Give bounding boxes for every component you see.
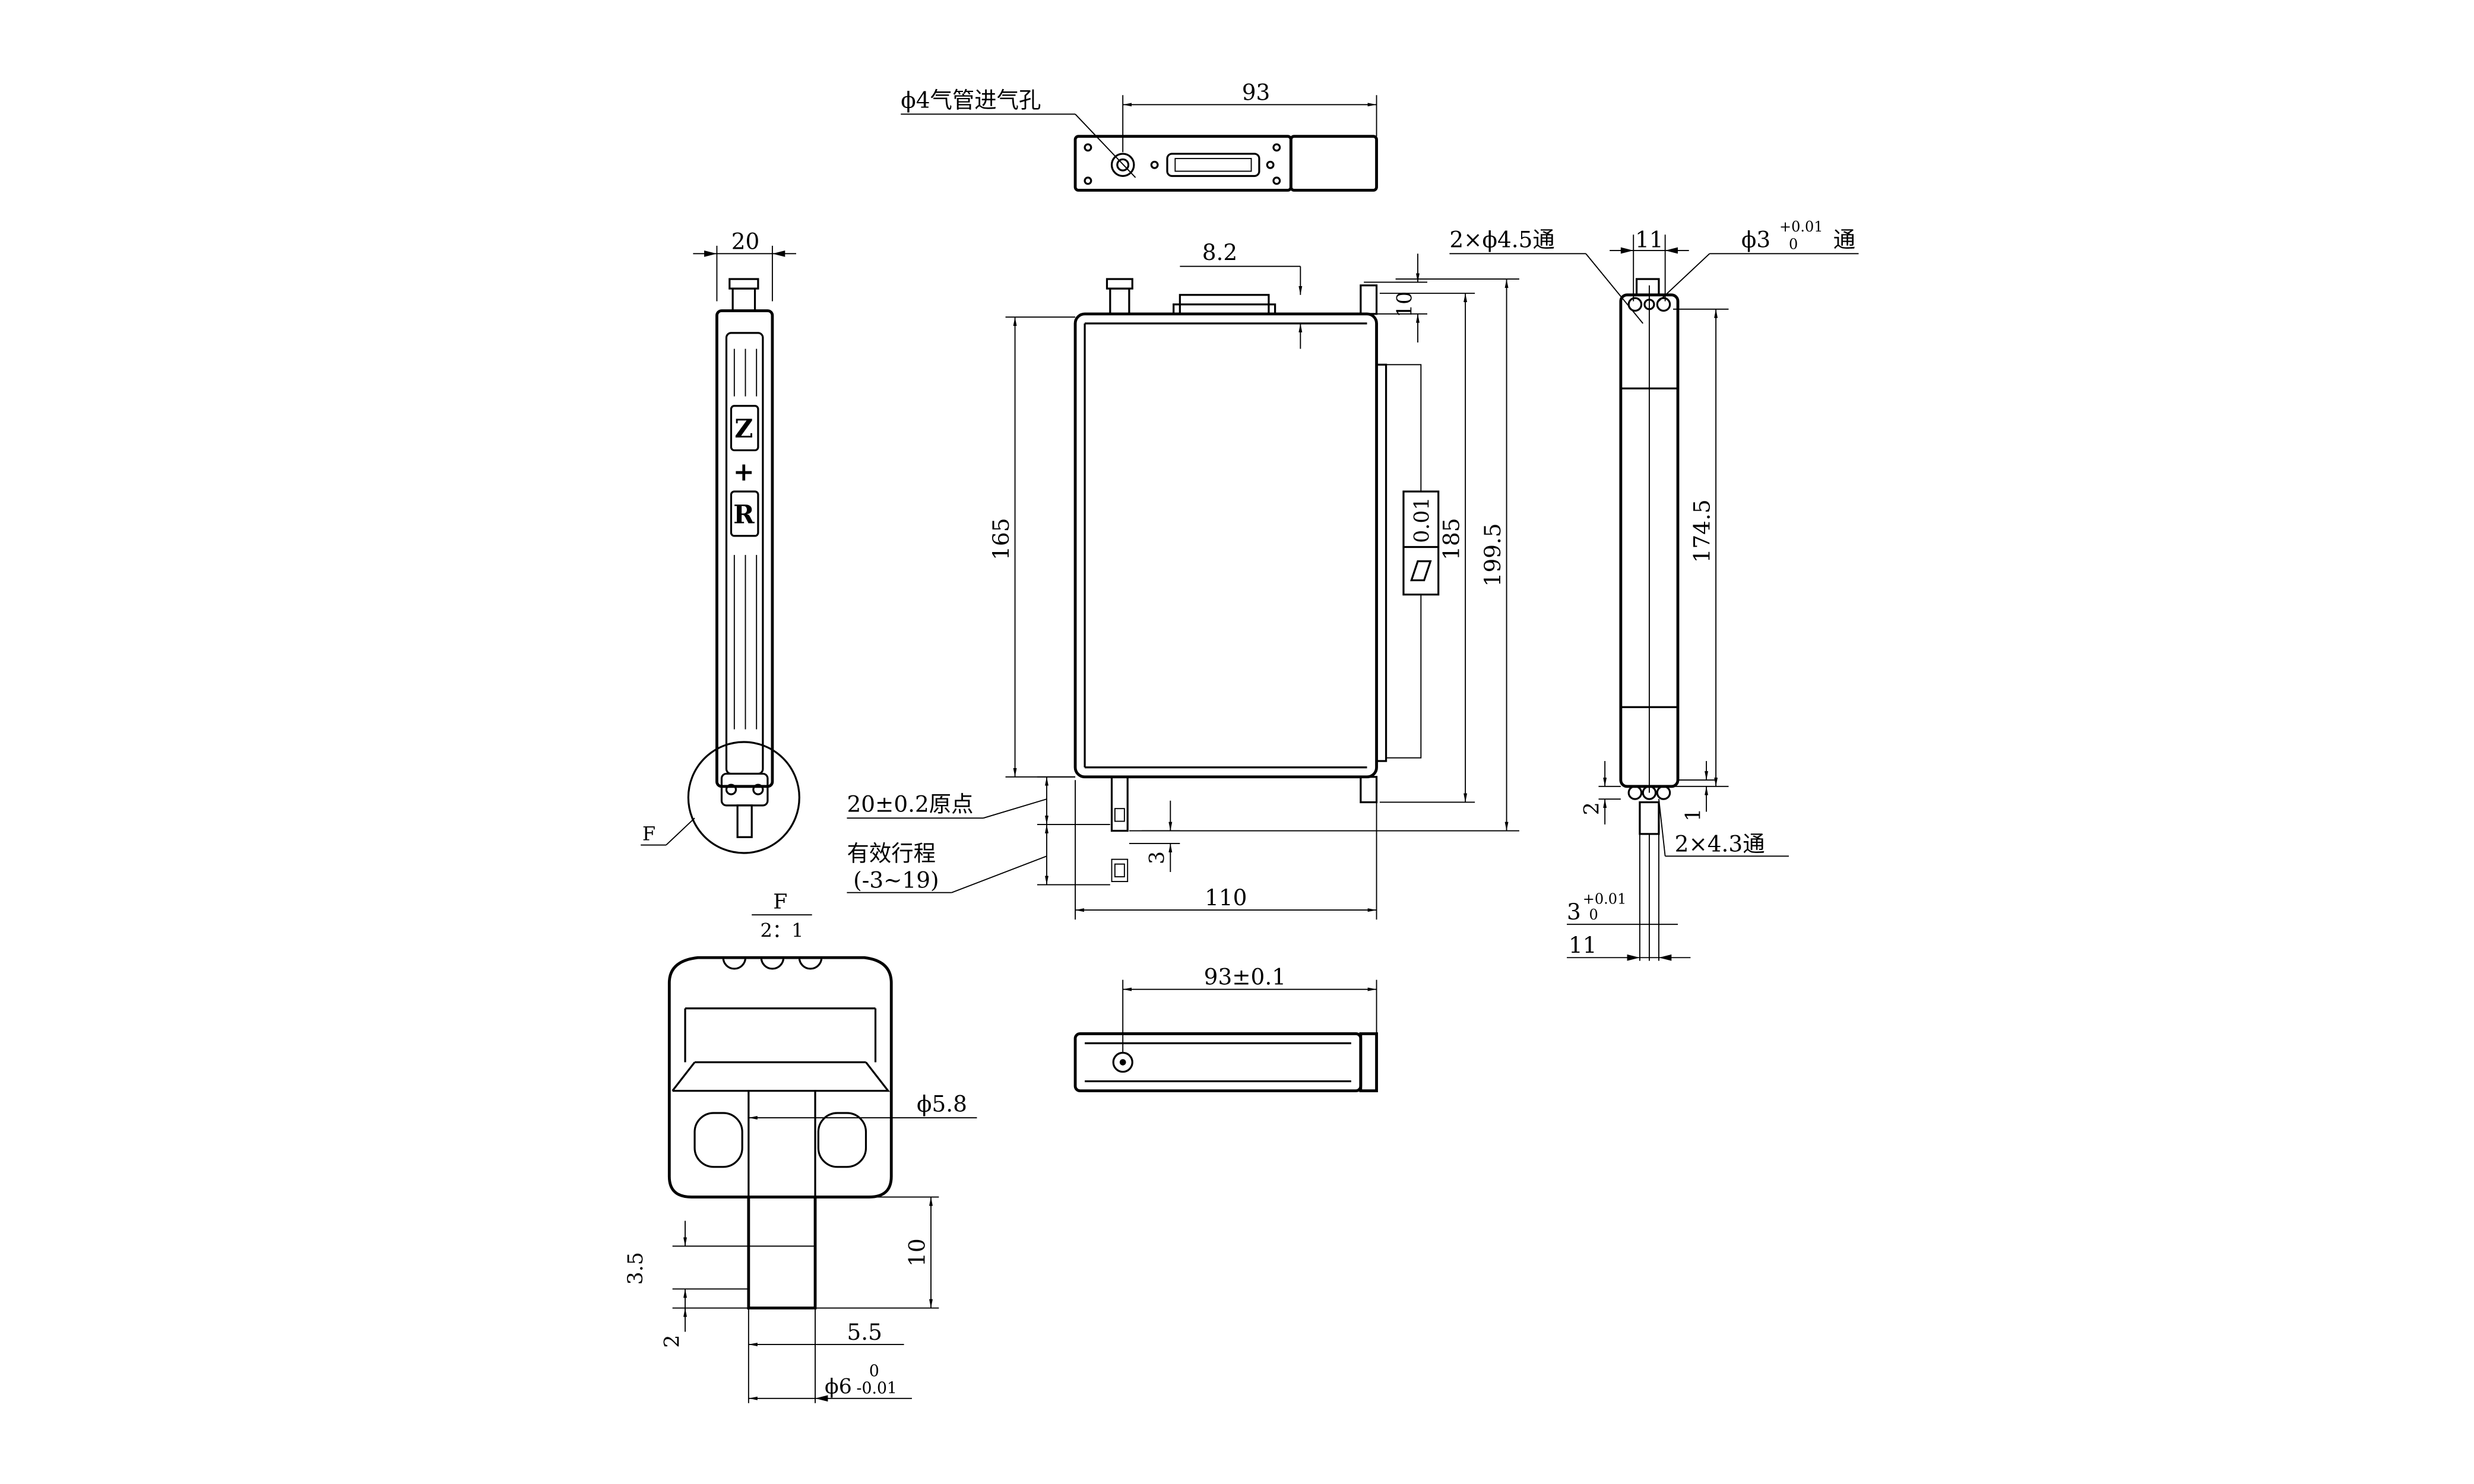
hole-label-right-tol-upper: +0.01 [1779,218,1823,235]
stroke-range: (-3~19) [853,867,939,893]
detail-dim-10: 10 [904,1238,930,1267]
right-dim-3-tol-upper: +0.01 [1583,890,1627,907]
detail-dim-6-tol-upper: 0 [869,1362,879,1380]
dim-174-5: 174.5 [1689,499,1715,563]
detail-title: F [773,890,787,914]
mark-z: Z [734,414,753,444]
side-view: Z + R 20 F [641,228,800,854]
mark-plus: + [733,457,755,487]
flatness-value: 0.01 [1411,497,1434,543]
right-dim-1: 1 [1681,808,1705,822]
dim-3: 3 [1146,851,1170,864]
dim-165: 165 [988,518,1014,560]
right-dim-11-bottom: 11 [1569,932,1597,958]
dim-110: 110 [1205,884,1247,911]
hole-label-right-suffix: 通 [1833,227,1855,253]
dim-199-5: 199.5 [1480,523,1506,586]
dim-185: 185 [1438,518,1464,560]
top-width-dim: 93 [1242,79,1271,105]
right-view: 11 2×ϕ4.5通 ϕ3 +0.01 0 通 174.5 2 1 2×4.3通… [1449,218,1859,961]
detail-ref-f: F [642,823,655,845]
front-view: 165 8.2 10 185 199.5 0.01 110 20±0.2原点 有… [847,239,1519,920]
stroke-label: 有效行程 [847,840,935,866]
detail-dim-6-main: ϕ6 [825,1375,852,1399]
detail-dim-5-8: ϕ5.8 [917,1090,967,1117]
detail-dim-2: 2 [660,1335,684,1348]
hole-label-bottom: 2×4.3通 [1675,830,1765,857]
detail-dim-6-tol-lower: -0.01 [856,1380,897,1398]
detail-dim-5-5: 5.5 [847,1319,882,1345]
hole-label-right-main: ϕ3 [1741,227,1770,253]
side-width-dim: 20 [731,228,760,254]
right-dim-3-tol-lower: 0 [1589,906,1598,923]
bottom-view: 93±0.1 [1073,964,1378,1093]
right-dim-3-main: 3 [1567,899,1581,925]
mark-r: R [733,500,755,529]
detail-f-view: F 2：1 ϕ5.8 10 3.5 2 5.5 ϕ6 0 -0.01 [624,890,977,1403]
hole-label-left: 2×ϕ4.5通 [1449,227,1554,253]
dim-8-2: 8.2 [1202,239,1237,265]
origin-label: 20±0.2原点 [847,791,973,817]
detail-dim-3-5: 3.5 [624,1252,648,1285]
detail-scale: 2：1 [761,919,804,942]
dim-10: 10 [1393,291,1417,318]
right-dim-2: 2 [1580,802,1604,815]
right-dim-11-top: 11 [1635,227,1664,253]
top-view: 93 ϕ4气管进气孔 [901,79,1378,192]
hole-label-right-tol-lower: 0 [1789,236,1798,252]
inlet-label: ϕ4气管进气孔 [901,87,1041,113]
flatness-icon [1410,560,1432,582]
bottom-width-dim: 93±0.1 [1204,964,1286,990]
